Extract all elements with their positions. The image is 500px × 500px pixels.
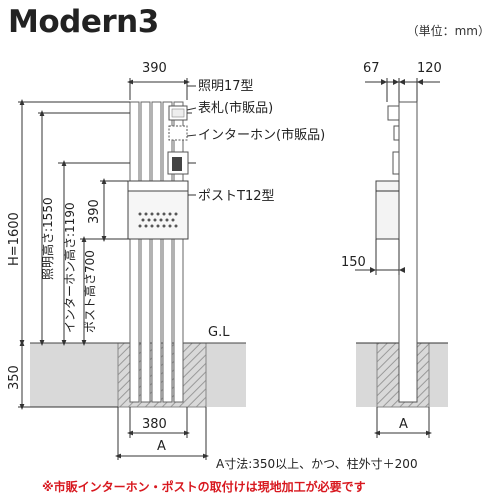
intercom-unit (172, 157, 182, 171)
dim-height-label: H=1600 (7, 212, 22, 266)
dim-side-post-label: 150 (341, 255, 366, 270)
dim-post-height-label: ポスト高さ700 (82, 250, 97, 333)
label-nameplate: 表札(市販品) (198, 100, 273, 116)
front-view: 390 照明17型 表札(市販品) インターホン(市販品) ポストT12型 H=… (7, 61, 325, 460)
ground-label: G.L (208, 325, 230, 340)
unit-note: （単位：mm） (406, 24, 490, 38)
a-dimension-rule: A寸法:350以上、かつ、柱外寸＋200 (216, 456, 418, 471)
dim-embed-depth-label: 350 (7, 365, 22, 390)
label-post: ポストT12型 (198, 189, 274, 204)
dim-side-left-label: 67 (363, 61, 380, 76)
front-slats (129, 101, 184, 403)
dim-side-right-label: 120 (417, 61, 442, 76)
label-light: 照明17型 (198, 79, 254, 94)
foundation-label-side: A (399, 417, 408, 432)
foundation-label-front: A (157, 439, 166, 454)
dim-light-height-label: 照明高さ:1550 (40, 197, 55, 280)
dim-bottom-width-label: 380 (142, 417, 167, 432)
dim-post-size-label: 390 (87, 199, 102, 224)
label-intercom: インターホン(市販品) (198, 127, 325, 143)
side-column (398, 101, 418, 403)
product-title: Modern3 (8, 4, 159, 40)
mailbox-perforations (138, 212, 178, 228)
nameplate (168, 125, 188, 141)
dim-width-top-label: 390 (142, 61, 167, 76)
dim-intercom-height-label: インターホン高さ:1190 (62, 202, 77, 333)
side-view: 67 120 150 A (341, 61, 448, 438)
installation-warning: ※市販インターホン・ポストの取付けは現地加工が必要です (42, 479, 366, 494)
side-mailbox (375, 180, 400, 240)
